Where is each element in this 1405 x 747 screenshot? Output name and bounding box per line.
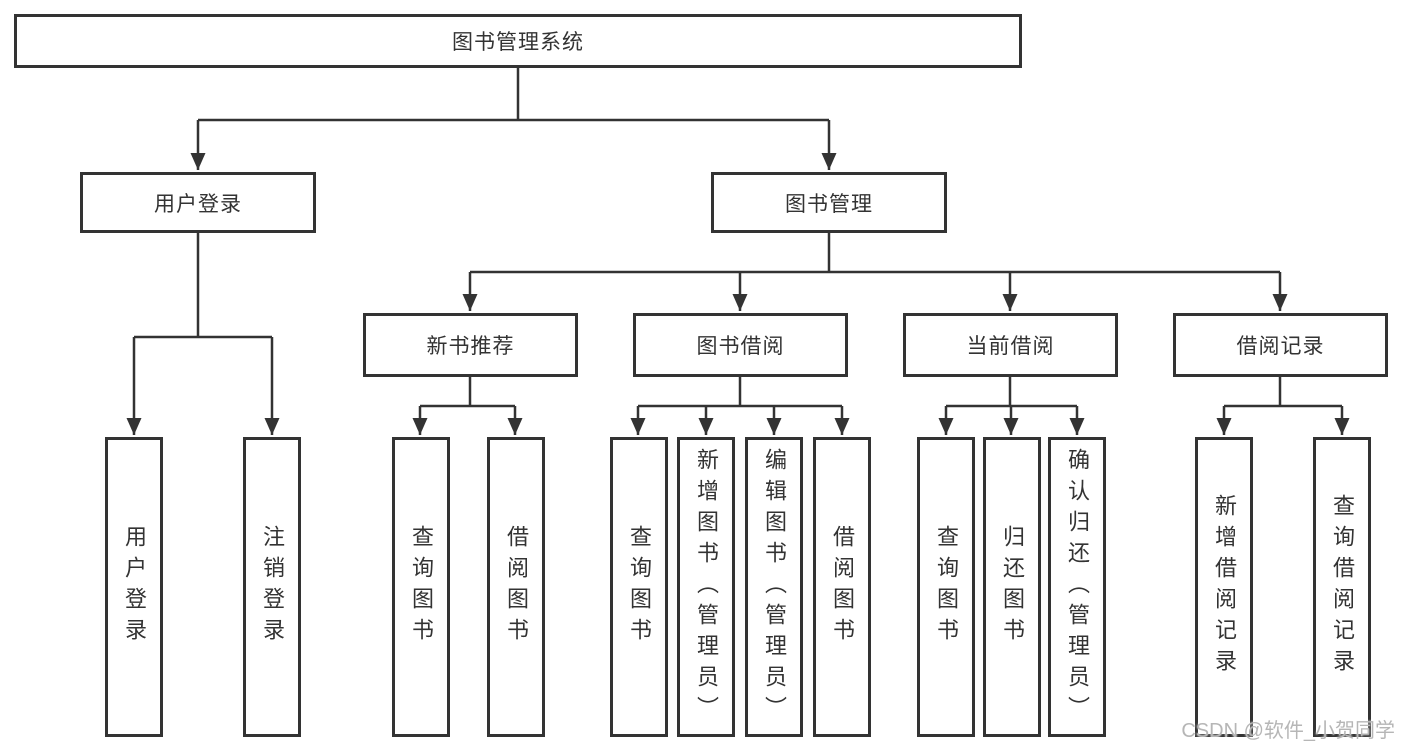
leaf-label: 新增图书（管理员）	[694, 447, 719, 727]
node-new-book-recommend: 新书推荐	[363, 313, 578, 377]
node-book-management: 图书管理	[711, 172, 947, 233]
node-label: 图书管理系统	[452, 31, 584, 54]
leaf-query-borrow-record: 查询借阅记录	[1313, 437, 1371, 737]
leaf-label: 借阅图书	[830, 525, 855, 649]
leaf-label: 查询图书	[409, 525, 434, 649]
leaf-label: 查询图书	[934, 525, 959, 649]
leaf-label: 归还图书	[1000, 525, 1025, 649]
leaf-user-login: 用户登录	[105, 437, 163, 737]
node-label: 图书借阅	[696, 335, 785, 358]
leaf-label: 注销登录	[260, 525, 285, 649]
leaf-label: 新增借阅记录	[1212, 494, 1237, 680]
node-current-borrow: 当前借阅	[903, 313, 1118, 377]
node-borrow-record: 借阅记录	[1173, 313, 1388, 377]
leaf-edit-books-admin: 编辑图书（管理员）	[745, 437, 803, 737]
leaf-confirm-return-admin: 确认归还（管理员）	[1048, 437, 1106, 737]
leaf-label: 确认归还（管理员）	[1065, 447, 1090, 727]
leaf-query-books: 查询图书	[917, 437, 975, 737]
leaf-logout: 注销登录	[243, 437, 301, 737]
node-label: 图书管理	[785, 192, 873, 216]
leaf-label: 借阅图书	[504, 525, 529, 649]
leaf-label: 编辑图书（管理员）	[762, 447, 787, 727]
leaf-label: 用户登录	[122, 525, 147, 649]
node-user-login: 用户登录	[80, 172, 316, 233]
node-label: 借阅记录	[1236, 335, 1325, 358]
leaf-query-books: 查询图书	[392, 437, 450, 737]
node-library-management-system: 图书管理系统	[14, 14, 1022, 68]
csdn-watermark: CSDN @软件_小贺同学	[1181, 720, 1395, 742]
leaf-label: 查询借阅记录	[1330, 494, 1355, 680]
node-label: 新书推荐	[426, 335, 515, 358]
leaf-label: 查询图书	[627, 525, 652, 649]
node-label: 用户登录	[154, 192, 242, 216]
leaf-return-books: 归还图书	[983, 437, 1041, 737]
leaf-add-books-admin: 新增图书（管理员）	[677, 437, 735, 737]
leaf-query-books: 查询图书	[610, 437, 668, 737]
leaf-borrow-books: 借阅图书	[813, 437, 871, 737]
node-label: 当前借阅	[966, 335, 1055, 358]
leaf-borrow-books: 借阅图书	[487, 437, 545, 737]
node-book-borrow: 图书借阅	[633, 313, 848, 377]
leaf-add-borrow-record: 新增借阅记录	[1195, 437, 1253, 737]
